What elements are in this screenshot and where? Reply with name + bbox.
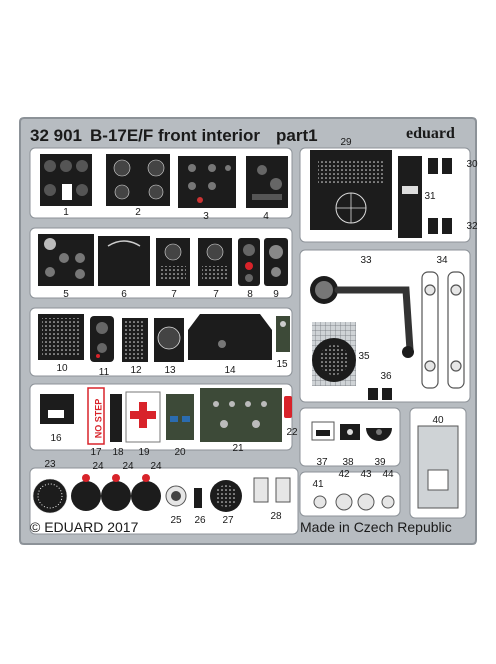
part-9 [264,238,288,286]
part-number: 15 [276,359,288,370]
part-35 [312,322,356,386]
part-number: 1 [63,207,69,218]
part-number: 21 [232,443,244,454]
part-1 [40,154,92,206]
part-label: part1 [276,126,318,145]
part-36 [368,388,392,400]
part-number: 38 [342,457,354,468]
part-number: 2 [135,207,141,218]
part-40 [417,425,459,509]
part-number: 37 [316,457,328,468]
part-number: 28 [270,511,282,522]
part-number: 29 [340,137,352,148]
part-15 [276,316,290,352]
part-23 [32,478,68,514]
part-number: 12 [130,365,142,376]
part-13 [154,318,184,362]
part-2 [106,154,170,206]
part-number: 31 [424,191,436,202]
part-number: 10 [56,363,68,374]
part-24-c [131,474,161,511]
part-38 [340,424,360,440]
part-11 [90,316,114,362]
no-step-placard: NO STEP [93,398,104,439]
part-number: 19 [138,447,150,458]
part-8 [238,238,260,286]
origin-text: Made in Czech Republic [300,519,452,535]
part-number: 39 [374,457,386,468]
part-25 [165,485,187,507]
part-19 [125,391,161,443]
brand-logo: eduard [406,125,455,142]
part-26 [194,488,202,508]
part-16 [40,394,74,424]
part-4 [246,156,288,208]
part-20 [166,394,194,440]
part-number: 7 [171,289,177,300]
part-number: 17 [90,447,102,458]
part-5 [38,234,94,286]
part-37 [311,421,335,441]
part-30 [428,158,452,174]
part-6 [98,236,150,286]
part-number: 25 [170,515,182,526]
part-number: 3 [203,211,209,222]
part-number: 35 [358,351,370,362]
part-number: 41 [312,479,324,490]
part-39 [366,428,392,441]
part-number: 11 [98,367,110,378]
parts-41-44 [313,493,395,511]
part-number: 27 [222,515,234,526]
catalog-number: 32 901 [30,126,82,145]
part-number: 43 [360,469,372,480]
part-number: 30 [466,159,478,170]
part-33 [310,276,414,358]
part-number: 42 [338,469,350,480]
part-27 [210,480,242,512]
part-22 [284,396,292,418]
part-number: 6 [121,289,127,300]
part-12 [122,318,148,362]
part-7b [198,238,232,286]
part-32 [428,218,452,234]
part-number: 13 [164,365,176,376]
part-14 [188,314,272,360]
part-10 [38,314,84,360]
part-number: 18 [112,447,124,458]
part-number: 5 [63,289,69,300]
part-number: 16 [50,433,62,444]
part-number: 34 [436,255,448,266]
part-17-placard [87,387,105,445]
part-number: 23 [44,459,56,470]
part-24-a [71,474,101,511]
kit-title: B-17E/F front interior [90,126,261,145]
part-number: 20 [174,447,186,458]
part-number: 24 [122,461,134,472]
part-number: 33 [360,255,372,266]
part-number: 14 [224,365,236,376]
part-24-b [101,474,131,511]
part-31 [398,156,422,238]
part-21 [200,388,282,442]
part-number: 44 [382,469,394,480]
part-number: 22 [286,427,298,438]
part-18 [110,394,122,442]
part-number: 7 [213,289,219,300]
part-3 [178,156,236,208]
part-number: 32 [466,221,478,232]
part-number: 4 [263,211,269,222]
part-number: 8 [247,289,253,300]
part-number: 24 [92,461,104,472]
part-number: 26 [194,515,206,526]
part-number: 9 [273,289,279,300]
part-28 [253,477,291,503]
part-34 [421,271,465,389]
copyright-text: © EDUARD 2017 [30,519,139,535]
part-29 [310,150,392,230]
part-number: 40 [432,415,444,426]
part-number: 24 [150,461,162,472]
part-7a [156,238,190,286]
part-number: 36 [380,371,392,382]
